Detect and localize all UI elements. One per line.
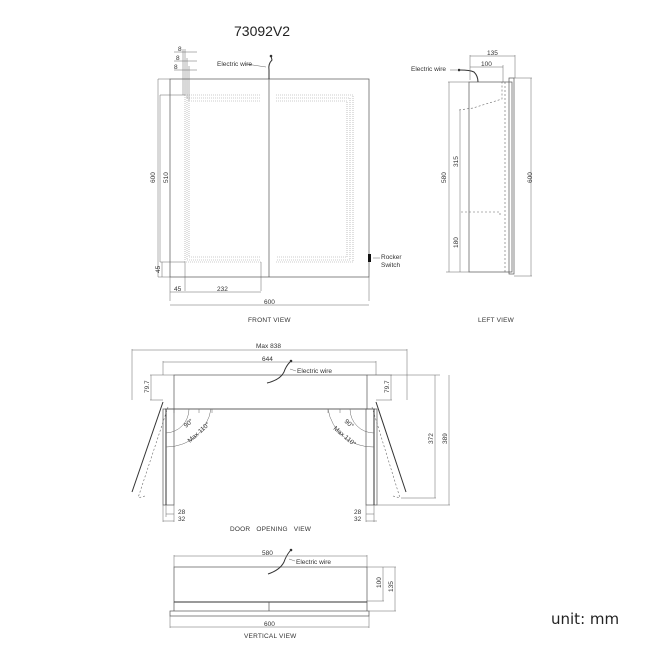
dim-left-depth: 79.7 (144, 380, 151, 393)
right-door-closed (365, 408, 378, 506)
left-door-closed (162, 408, 175, 506)
left-angle-arc-110 (165, 408, 212, 448)
dim-swing-389: 389 (442, 433, 449, 444)
led-strip-right (276, 94, 354, 263)
dim-max-width: Max 838 (256, 343, 281, 350)
dim-left-door-32: 32 (178, 516, 186, 523)
unit-label: unit: mm (551, 610, 619, 628)
dim-lower-section: 180 (453, 237, 460, 248)
dim-right-door-32: 32 (354, 516, 362, 523)
rocker-switch-icon (368, 254, 371, 262)
dim-height-total: 600 (150, 172, 157, 183)
dim-upper-section: 315 (453, 156, 460, 167)
rocker-switch-label-2: Switch (381, 262, 401, 269)
left-electric-wire (459, 69, 479, 83)
front-cabinet-outline (169, 78, 370, 278)
front-electric-wire (268, 55, 273, 79)
left-body-outline (468, 81, 513, 273)
led-strip-left (184, 94, 261, 263)
dim-height-total-left: 600 (527, 172, 534, 183)
vertical-view: Electric wire 580 600 100 135 VERTICAL V… (169, 548, 396, 640)
dim-swing-372: 372 (428, 433, 435, 444)
door-opening-view-label: DOOR OPENING VIEW (230, 526, 312, 533)
dim-vertical-body-depth: 100 (376, 577, 383, 588)
door-opening-body (173, 374, 368, 410)
front-electric-wire-label: Electric wire (217, 61, 252, 68)
dim-bottom-offset: 45 (155, 265, 162, 273)
dim-angle-90-left: 90° (182, 417, 195, 430)
wire-plug-icon (289, 548, 293, 552)
drawing-title: 73092V2 (234, 23, 290, 39)
right-door-open-110 (375, 401, 407, 493)
dim-depth-total: 135 (487, 50, 498, 57)
dim-left-door-28: 28 (178, 509, 186, 516)
dim-width-total: 600 (264, 299, 275, 306)
door-opening-view: 90° Max 110° 90° Max 110° Max 838 644 El… (131, 343, 450, 533)
dim-right-door-28: 28 (354, 509, 362, 516)
dim-panel-width: 232 (217, 286, 228, 293)
dim-right-depth: 79.7 (384, 380, 391, 393)
front-view-label: FRONT VIEW (248, 317, 291, 324)
vertical-electric-wire-label: Electric wire (296, 559, 331, 566)
dim-vertical-total-depth: 135 (388, 581, 395, 592)
wire-plug-icon (289, 359, 293, 363)
left-angle-arc-90 (165, 408, 190, 434)
front-view: Electric wire 8 8 8 600 510 45 45 232 6 (150, 46, 402, 324)
right-angle-arc-110 (327, 408, 375, 448)
door-electric-wire (266, 361, 291, 384)
vertical-view-label: VERTICAL VIEW (244, 633, 297, 640)
door-electric-wire-label: Electric wire (297, 368, 332, 375)
dim-top-offset-3: 8 (174, 64, 178, 71)
vertical-electric-wire (267, 550, 291, 575)
left-door-panel (508, 77, 515, 275)
dim-top-offset-2: 8 (176, 55, 180, 62)
left-electric-wire-label: Electric wire (411, 66, 446, 73)
vertical-body (173, 566, 368, 603)
dim-top-offset-1: 8 (178, 46, 182, 53)
dim-height-body: 580 (441, 172, 448, 183)
left-door-open-110 (131, 401, 164, 493)
wire-plug-icon (269, 54, 273, 58)
dim-height-inner: 510 (163, 172, 170, 183)
rocker-switch-label: Rocker (381, 254, 402, 261)
dim-body-width: 644 (262, 356, 273, 363)
dim-angle-max-right: Max 110° (332, 424, 358, 448)
vertical-door-panels (169, 610, 370, 617)
wire-plug-icon (457, 68, 461, 72)
dim-angle-90-right: 90° (343, 417, 356, 430)
left-view-label: LEFT VIEW (478, 317, 515, 324)
dim-depth-body: 100 (481, 61, 492, 68)
left-view: Electric wire 135 100 580 315 180 600 LE… (411, 50, 534, 324)
dim-vertical-body-width: 580 (262, 550, 273, 557)
dim-left-offset: 45 (174, 286, 182, 293)
right-angle-arc-90 (349, 408, 375, 434)
dim-vertical-total-width: 600 (264, 621, 275, 628)
